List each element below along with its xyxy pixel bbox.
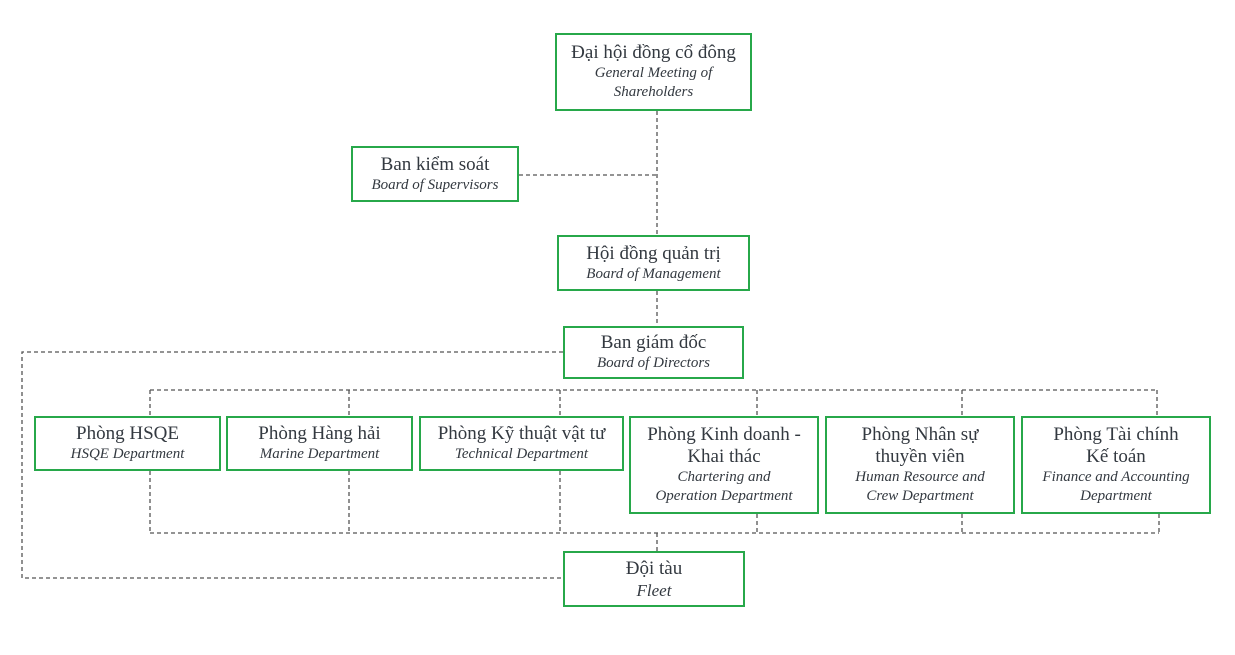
node-hr-department-vi: Phòng Nhân sự thuyền viên [861,424,979,467]
node-chartering-department-en: Chartering and Operation Department [655,469,793,504]
node-board-of-management-en: Board of Management [586,265,721,282]
node-board-of-supervisors-vi: Ban kiểm soát [380,153,490,175]
node-technical-department-en: Technical Department [454,446,589,462]
node-finance-department: Phòng Tài chính Kế toán Finance and Acco… [1021,416,1211,514]
node-hsqe-department-en: HSQE Department [70,446,185,462]
node-marine-department-en: Marine Department [259,446,380,462]
node-general-meeting-vi: Đại hội đồng cổ đông [571,42,736,63]
node-board-of-supervisors-en: Board of Supervisors [371,176,499,193]
node-general-meeting-en: General Meeting of Shareholders [594,65,713,100]
connector-directors-fleet-bypass [21,351,563,579]
node-board-of-management-vi: Hội đồng quản trị [586,242,721,264]
node-chartering-department-vi: Phòng Kinh doanh - Khai thác [647,424,801,467]
node-finance-department-vi: Phòng Tài chính Kế toán [1053,424,1179,467]
node-finance-department-en: Finance and Accounting Department [1042,469,1190,504]
node-fleet-vi: Đội tàu [625,557,683,579]
node-board-of-directors-vi: Ban giám đốc [600,332,707,353]
node-general-meeting: Đại hội đồng cổ đông General Meeting of … [555,33,752,111]
node-board-of-supervisors: Ban kiểm soát Board of Supervisors [351,146,519,202]
node-hr-department-en: Human Resource and Crew Department [855,469,985,504]
node-marine-department-vi: Phòng Hàng hải [258,423,381,444]
node-hsqe-department-vi: Phòng HSQE [76,423,179,444]
node-fleet: Đội tàu Fleet [563,551,745,607]
node-board-of-directors: Ban giám đốc Board of Directors [563,326,744,379]
node-board-of-management: Hội đồng quản trị Board of Management [557,235,750,291]
node-hr-department: Phòng Nhân sự thuyền viên Human Resource… [825,416,1015,514]
node-board-of-directors-en: Board of Directors [596,355,711,371]
node-technical-department-vi: Phòng Kỹ thuật vật tư [437,423,606,444]
node-fleet-en: Fleet [636,580,672,600]
node-hsqe-department: Phòng HSQE HSQE Department [34,416,221,471]
node-chartering-department: Phòng Kinh doanh - Khai thác Chartering … [629,416,819,514]
node-marine-department: Phòng Hàng hải Marine Department [226,416,413,471]
node-technical-department: Phòng Kỹ thuật vật tư Technical Departme… [419,416,624,471]
